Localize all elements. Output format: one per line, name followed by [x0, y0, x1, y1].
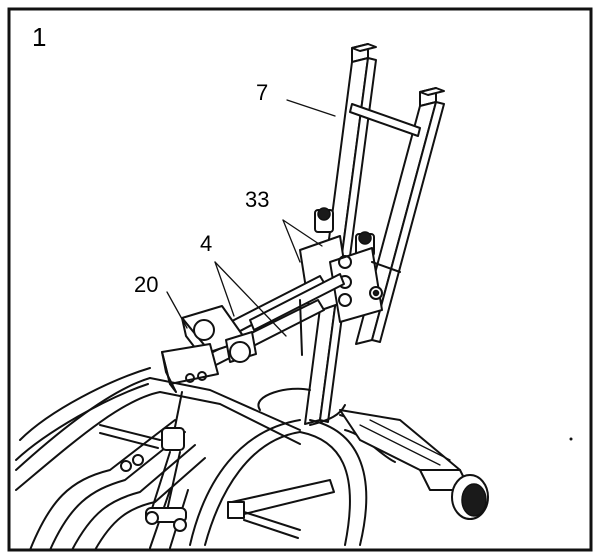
callout-4: 4: [200, 231, 212, 256]
base-frame: [15, 367, 301, 551]
callout-7: 7: [256, 80, 268, 105]
rear-base-arm: [227, 387, 489, 546]
figure-border: [7, 7, 593, 552]
callout-20: 20: [134, 272, 158, 297]
callout-leaders: [166, 99, 336, 337]
shock-assembly: [120, 391, 187, 532]
callout-33: 33: [245, 187, 269, 212]
upright-frame: [299, 43, 445, 425]
step-number: 1: [32, 22, 46, 52]
pivot-bracket: [161, 305, 257, 393]
